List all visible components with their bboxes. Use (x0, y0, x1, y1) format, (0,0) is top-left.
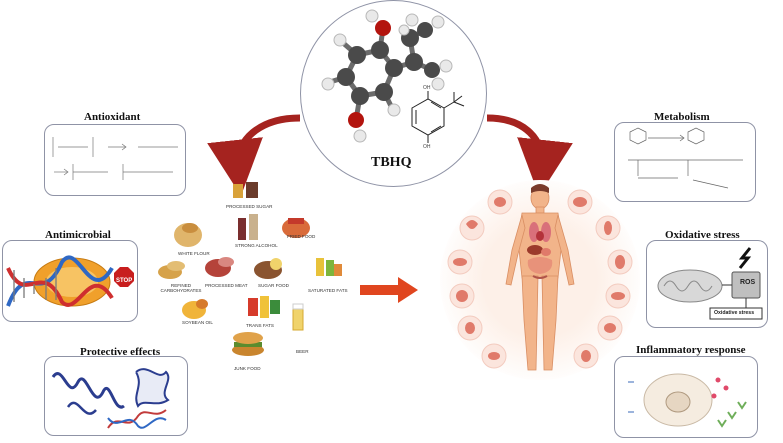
antimicrobial-title: Antimicrobial (45, 229, 111, 241)
antioxidant-reaction-scheme (52, 137, 178, 180)
compound-label: TBHQ (371, 155, 412, 170)
food-label-fried-food: Fried food (287, 234, 316, 239)
oxidative-stress-box-label: Oxidative stress (714, 310, 755, 316)
food-label-soybean-oil: Soybean oil (182, 320, 213, 325)
food-label-junk-food: Junk food (234, 366, 261, 371)
food-label-sugar-food: Sugar food (258, 283, 289, 288)
antioxidant-panel (44, 124, 186, 196)
cell-inflammation-illustration (628, 373, 747, 428)
oxidative-stress-title: Oxidative stress (665, 229, 740, 241)
food-label-trans-fats: Trans fats (246, 323, 274, 328)
oh-label-top: OH (423, 85, 431, 91)
food-label-saturated-fats: Saturated fats (308, 288, 348, 293)
protective-effects-title: Protective effects (80, 346, 161, 358)
dna-bacteria-illustration (6, 255, 134, 307)
tbhq-molecule-panel (300, 0, 487, 187)
ros-label: ROS (740, 279, 756, 286)
metabolism-title: Metabolism (654, 111, 710, 123)
tbhq-ball-and-stick-model (321, 9, 465, 143)
antioxidant-title: Antioxidant (84, 111, 141, 123)
protein-dna-illustration (51, 368, 170, 429)
metabolism-pathway-scheme (628, 127, 743, 189)
food-label-processed-meat: Processed meat (205, 283, 248, 288)
oh-label-bottom: OH (423, 144, 431, 150)
food-label-refined-carbohydrates: Refined carbohydrates (160, 283, 202, 293)
food-label-strong-alcohol: Strong alcohol (235, 243, 278, 248)
food-label-white-flour: White flour (178, 251, 210, 256)
mitochondria-ros-illustration (657, 247, 763, 320)
unhealthy-foods-illustration (158, 182, 342, 356)
inflammatory-response-title: Inflammatory response (636, 344, 746, 356)
human-body-illustration (447, 184, 633, 371)
arrow-food-to-body (360, 277, 418, 303)
stop-sign-label: STOP (116, 278, 133, 284)
food-label-processed-sugar: Processed sugar (226, 204, 273, 209)
food-label-beer: Beer (296, 349, 309, 354)
